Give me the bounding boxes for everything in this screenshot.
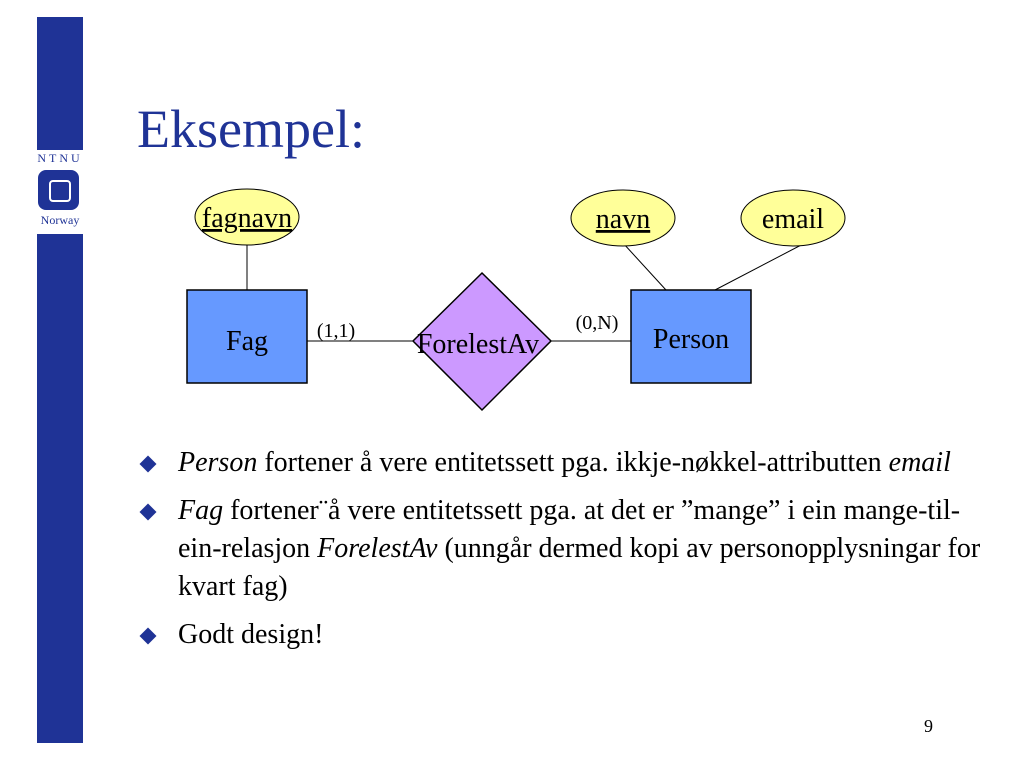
diamond-bullet-icon [139,503,157,521]
ntnu-logo: NTNU Norway [34,150,86,234]
bullet-text: Godt design! [178,619,324,650]
bullet-item: Godt design! [138,616,998,654]
attribute-email [740,189,846,247]
logo-mark-icon [38,170,79,210]
diamond-bullet-icon [139,455,157,473]
cardinality-person: (0,N) [576,312,619,334]
bullet-item: Fag fortener¨å vere entitetssett pga. at… [138,492,998,606]
bullet-text-2: (unngår dermed kopi av personopplysninga… [178,533,981,602]
bullet-list: Person fortener å vere entitetssett pga.… [138,444,998,664]
logo-top-text: NTNU [37,151,83,165]
attribute-navn [570,189,676,247]
email-link [714,242,806,291]
slide-title: Eksempel: [137,99,365,159]
entity-fag [186,289,308,384]
relationship-label: ForelestAv [417,329,539,360]
bullet-emphasis-2: email [888,447,951,478]
bullet-text: fortener¨å vere entitetssett pga. at det… [178,495,961,564]
attribute-email-label: email [762,204,824,235]
attribute-fagnavn-label: fagnavn [202,203,292,234]
entity-person [630,289,752,384]
bullet-emphasis: Fag [178,495,224,526]
navn-link [622,242,667,291]
attribute-fagnavn [194,188,300,246]
bullet-emphasis: Person [178,447,258,478]
relationship-forelestav [411,271,553,412]
entity-person-label: Person [653,324,729,355]
entity-fag-label: Fag [226,326,268,357]
cardinality-fag: (1,1) [317,320,355,342]
page-number: 9 [924,716,933,736]
side-bar [37,17,83,743]
bullet-emphasis-2: ForelestAv [317,533,438,564]
bullet-item: Person fortener å vere entitetssett pga.… [138,444,998,482]
attribute-navn-label: navn [596,204,650,235]
bullet-text: fortener å vere entitetssett pga. ikkje-… [257,447,889,478]
diamond-bullet-icon [139,627,157,645]
logo-bottom-text: Norway [40,213,80,227]
